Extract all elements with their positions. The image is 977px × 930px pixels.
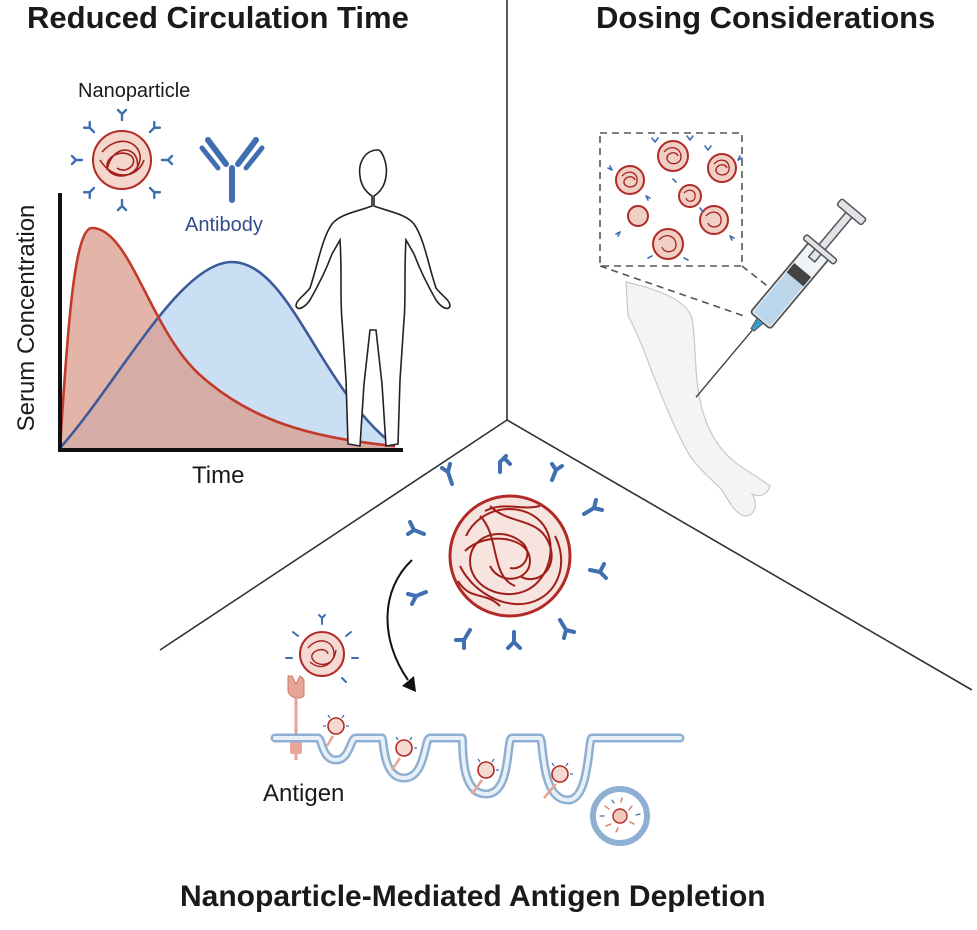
chart-y-axis-label: Serum Concentration	[13, 204, 40, 432]
endosome-icon	[590, 786, 650, 846]
antibody-curve	[59, 260, 396, 449]
nanoparticle-curve-area	[60, 228, 395, 448]
zoom-box	[599, 132, 776, 317]
zoomed-nanoparticles	[607, 135, 743, 261]
antibody-label: Antibody	[185, 214, 263, 236]
antigen-label: Antigen	[263, 780, 345, 807]
panel-title-circulation: Reduced Circulation Time	[27, 0, 409, 35]
internalized-nanoparticles	[323, 714, 573, 799]
nanoparticle-icon	[406, 454, 608, 650]
panel-title-depletion: Nanoparticle-Mediated Antigen Depletion	[180, 880, 766, 913]
antigen-receptor-icon	[287, 675, 305, 760]
pk-chart	[58, 193, 403, 452]
chart-x-axis-label: Time	[192, 462, 245, 489]
panel-title-dosing: Dosing Considerations	[596, 0, 936, 35]
antibody-icon	[199, 137, 265, 203]
nanoparticle-label: Nanoparticle	[78, 80, 191, 102]
arrow-icon	[386, 559, 416, 692]
syringe-icon	[695, 198, 867, 398]
panel-dividers	[159, 0, 973, 691]
nanoparticle-curve	[58, 226, 396, 449]
nanoparticle-icon	[70, 108, 174, 212]
human-body-icon	[295, 149, 451, 447]
cell-membrane-icon	[270, 733, 685, 805]
arm-icon	[625, 281, 771, 517]
bound-nanoparticle-icon	[285, 614, 359, 683]
